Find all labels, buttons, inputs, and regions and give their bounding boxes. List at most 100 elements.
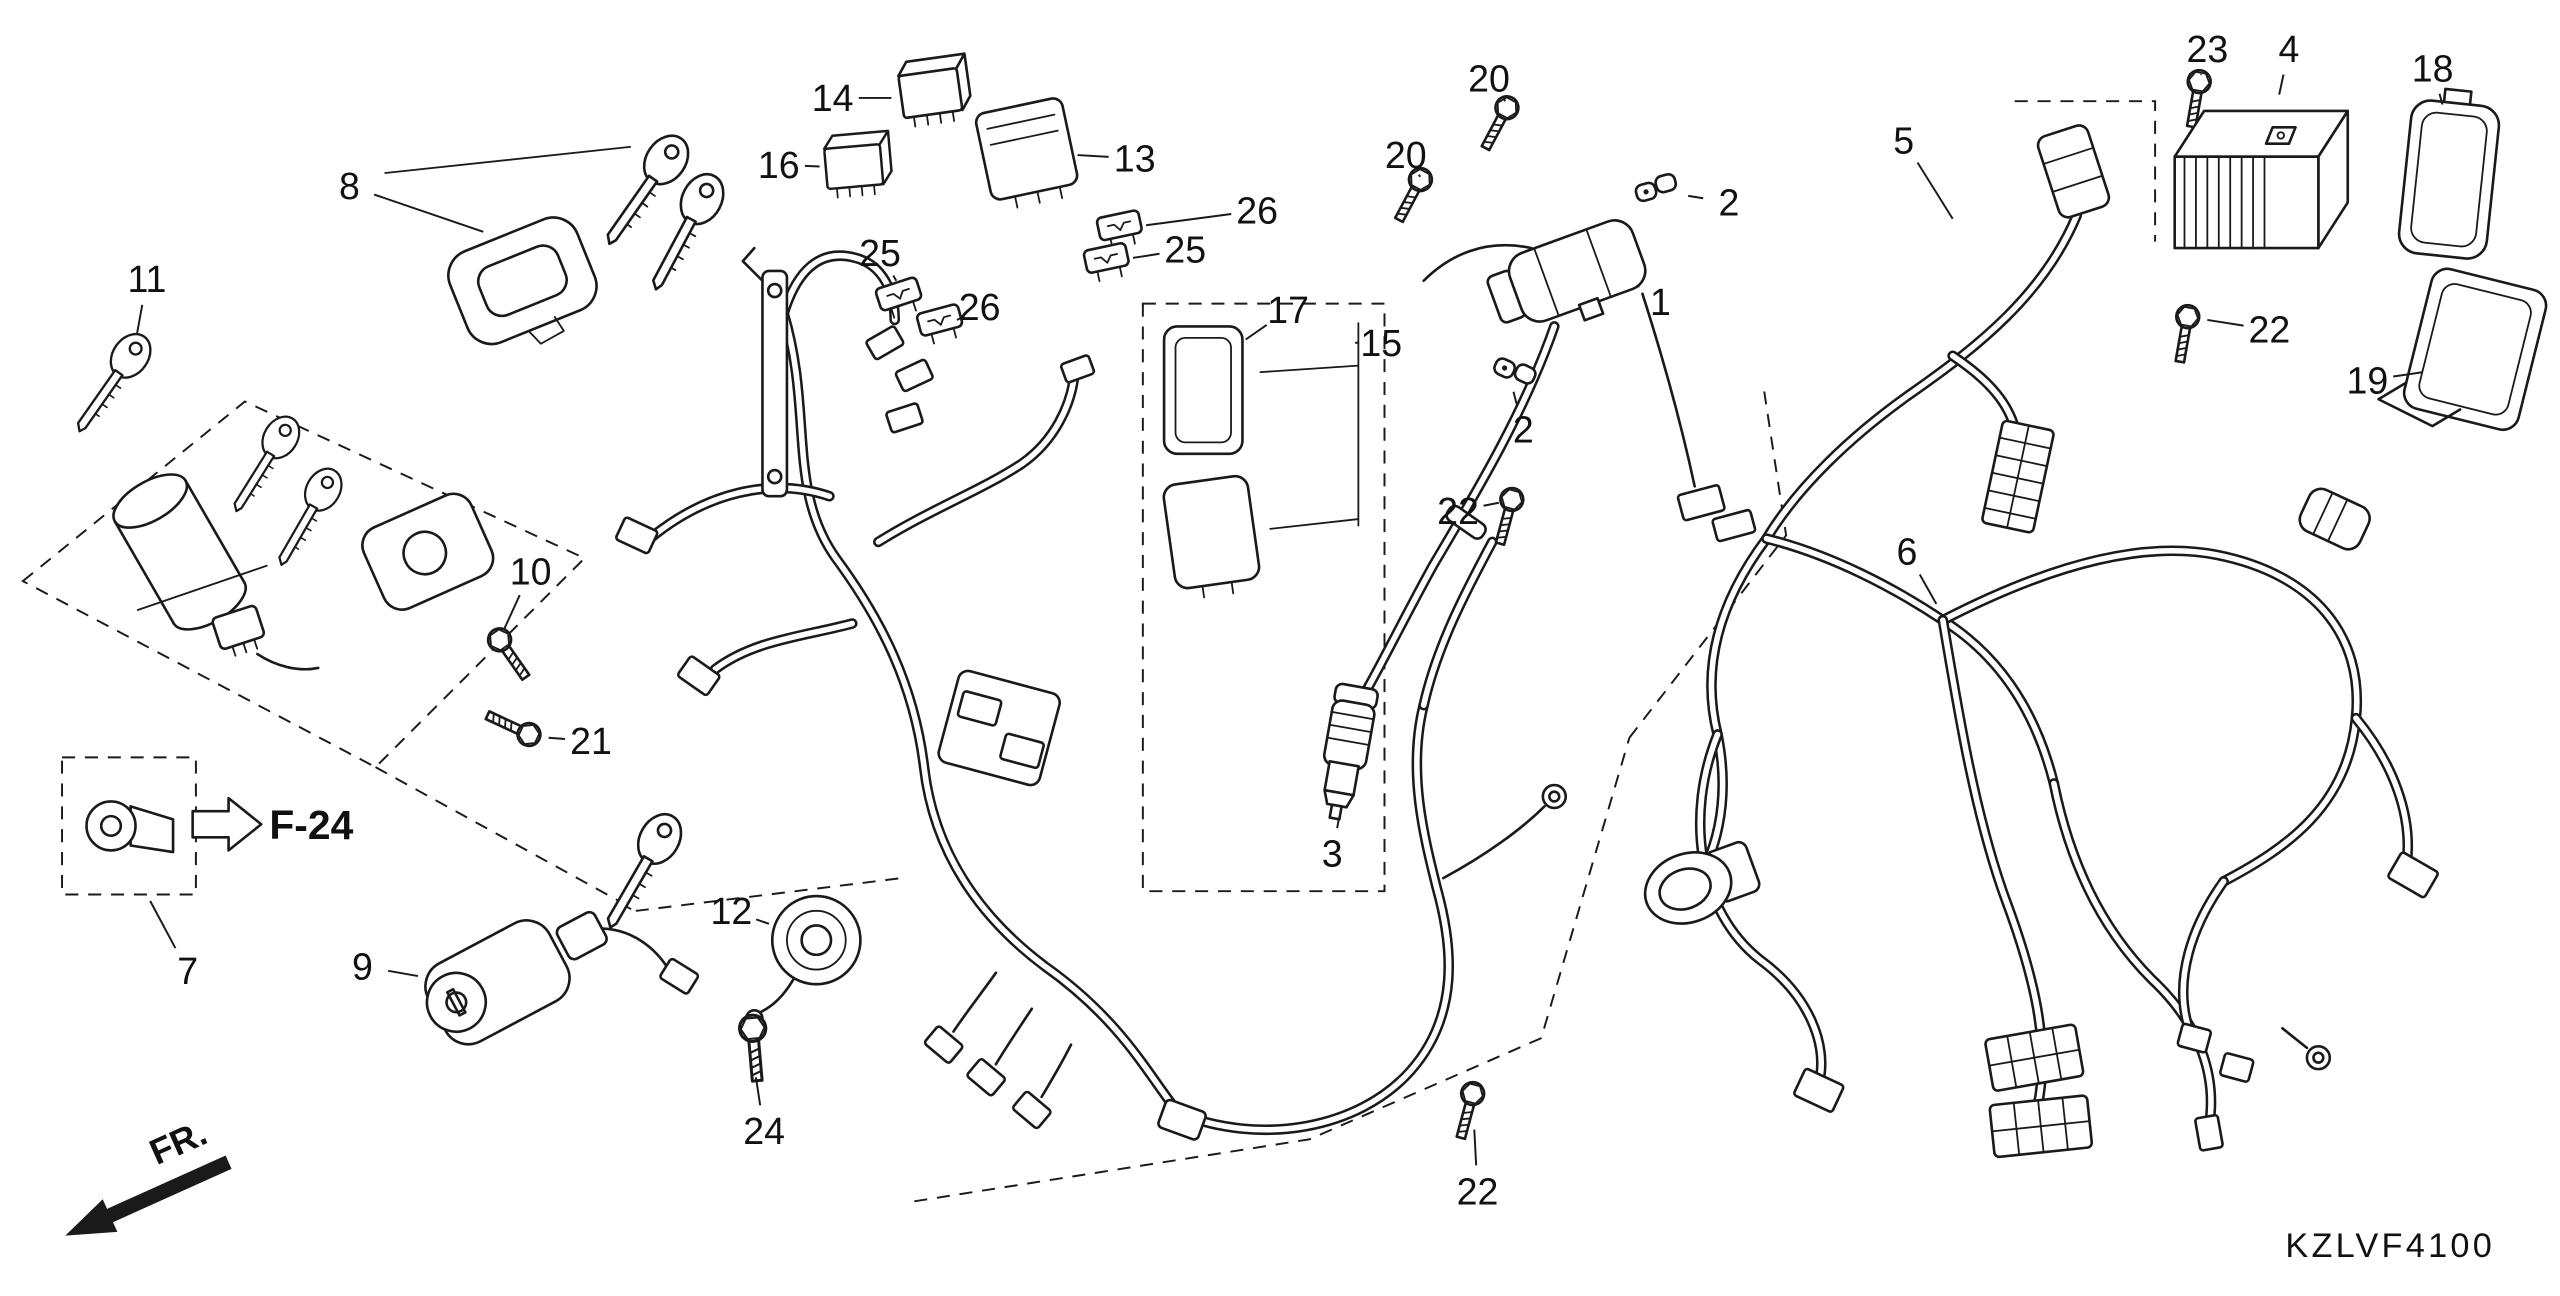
leader-line-25-7 (892, 275, 898, 282)
callout-2-11: 2 (1719, 181, 1740, 223)
callout-6-24: 6 (1896, 531, 1917, 573)
cdi-unit-group (2167, 67, 2548, 432)
rubber-cover-19 (2377, 267, 2548, 432)
callout-21-25: 21 (570, 720, 612, 762)
leader-line-17-14 (1245, 324, 1268, 341)
screw-21 (481, 703, 546, 751)
harness-connector (615, 516, 659, 555)
leader-line-22-31 (1473, 1129, 1478, 1166)
leader-line-7-27 (149, 900, 177, 949)
key-blank (62, 325, 160, 442)
ignition-coil-assembly (1322, 219, 1757, 821)
connector-holder (937, 669, 1062, 787)
harness-connector (894, 358, 934, 393)
stacked-connector (1988, 1094, 2094, 1159)
f24-arrow-icon (191, 796, 263, 852)
callout-22-20: 22 (2249, 309, 2291, 351)
relays-and-fuses (384, 52, 1360, 599)
f24-reference-label: F-24 (269, 802, 353, 848)
bolt-20 (1474, 90, 1524, 155)
callout-10-22: 10 (510, 550, 552, 592)
seat-lock-and-horn (424, 805, 862, 1084)
rubber-cover-18 (2397, 87, 2501, 260)
leader-line-25-6 (1132, 252, 1160, 259)
callout-7-27: 7 (177, 950, 198, 992)
harness-connector (956, 690, 1003, 727)
ignition-coil (1486, 219, 1647, 324)
relay-15 (1162, 474, 1261, 599)
seat-lock-9 (424, 910, 700, 1046)
leader-line-8-0 (373, 193, 484, 233)
callout-13-4: 13 (1114, 137, 1156, 179)
ring-terminal (1541, 783, 1568, 810)
key-icon (590, 805, 691, 938)
leader-line-24-30 (754, 1077, 762, 1106)
boot-connector (2298, 487, 2371, 551)
harness-connector (2176, 1022, 2213, 1054)
callout-26-8: 26 (959, 286, 1001, 328)
leader-line-9-28 (388, 969, 419, 978)
fr-direction-label: FR. (143, 1112, 213, 1173)
multipin-connector (1981, 419, 2055, 534)
callout-18-19: 18 (2412, 48, 2454, 90)
ignition-switch (112, 473, 320, 671)
relay-16 (821, 129, 895, 200)
leader-line-21-25 (548, 736, 566, 741)
leader-line-26-8 (956, 317, 961, 321)
callout-2-13: 2 (1513, 408, 1534, 450)
diagram-code: KZLVF4100 (2285, 1227, 2495, 1265)
leader-line-5-16 (1916, 161, 1954, 220)
flasher-relay-13 (974, 97, 1079, 209)
harness-connector (1012, 1090, 1052, 1130)
main-wire-harness (615, 246, 1568, 1141)
leader-line-26-5 (1145, 213, 1232, 227)
bolt-22 (1448, 1078, 1488, 1143)
callout-20-10: 20 (1385, 134, 1427, 176)
horn-12 (744, 894, 862, 1028)
callout-17-14: 17 (1267, 289, 1309, 331)
harness-connector (966, 1058, 1006, 1097)
spark-plug-cap (1322, 682, 1379, 821)
harness-connector (2194, 1113, 2224, 1152)
harness-connector (1793, 1067, 1845, 1113)
leader-line-19-21 (2393, 371, 2423, 378)
wire-clip-2 (1632, 171, 1680, 204)
leader-line-20-9 (1503, 99, 1507, 102)
callout-1-12: 1 (1650, 281, 1671, 323)
key-icon (264, 461, 350, 574)
wire-clip-2 (1490, 352, 1539, 390)
callout-19-21: 19 (2346, 359, 2388, 401)
harness-connector (1676, 484, 1726, 522)
callout-16-3: 16 (758, 144, 800, 186)
leader-line-4-18 (2278, 74, 2285, 95)
harness-stay-bracket (741, 246, 789, 498)
callout-26-5: 26 (1236, 190, 1278, 232)
harness-connector (677, 655, 721, 697)
callout-23-17: 23 (2186, 28, 2228, 70)
leader-line-16-3 (804, 164, 820, 168)
lock-cylinder-f24 (85, 800, 175, 854)
leader-line-18-19 (2438, 93, 2444, 105)
callout-25-6: 25 (1164, 229, 1206, 271)
callout-14-2: 14 (812, 77, 854, 119)
harness-connector (865, 325, 905, 361)
harness-connector (1157, 1098, 1207, 1141)
bolt-22 (2167, 302, 2203, 365)
bolt-24 (736, 1012, 772, 1084)
immobilizer-ring (447, 216, 598, 346)
leader-line-20-10 (1417, 174, 1422, 178)
callout-24-30: 24 (743, 1110, 785, 1152)
ring-terminal (2281, 1027, 2332, 1071)
front-direction-indicator: FR. (65, 1112, 232, 1236)
harness-connector (1060, 354, 1096, 384)
right-wire-harness (1643, 124, 2439, 1159)
callout-22-23: 22 (1437, 490, 1479, 532)
callout-20-9: 20 (1468, 57, 1510, 99)
bolt-10 (482, 622, 537, 686)
harness-connector (1711, 508, 1757, 543)
callout-11-1: 11 (127, 258, 166, 300)
key-icon (219, 408, 308, 521)
fr-arrow-icon (65, 1155, 232, 1236)
